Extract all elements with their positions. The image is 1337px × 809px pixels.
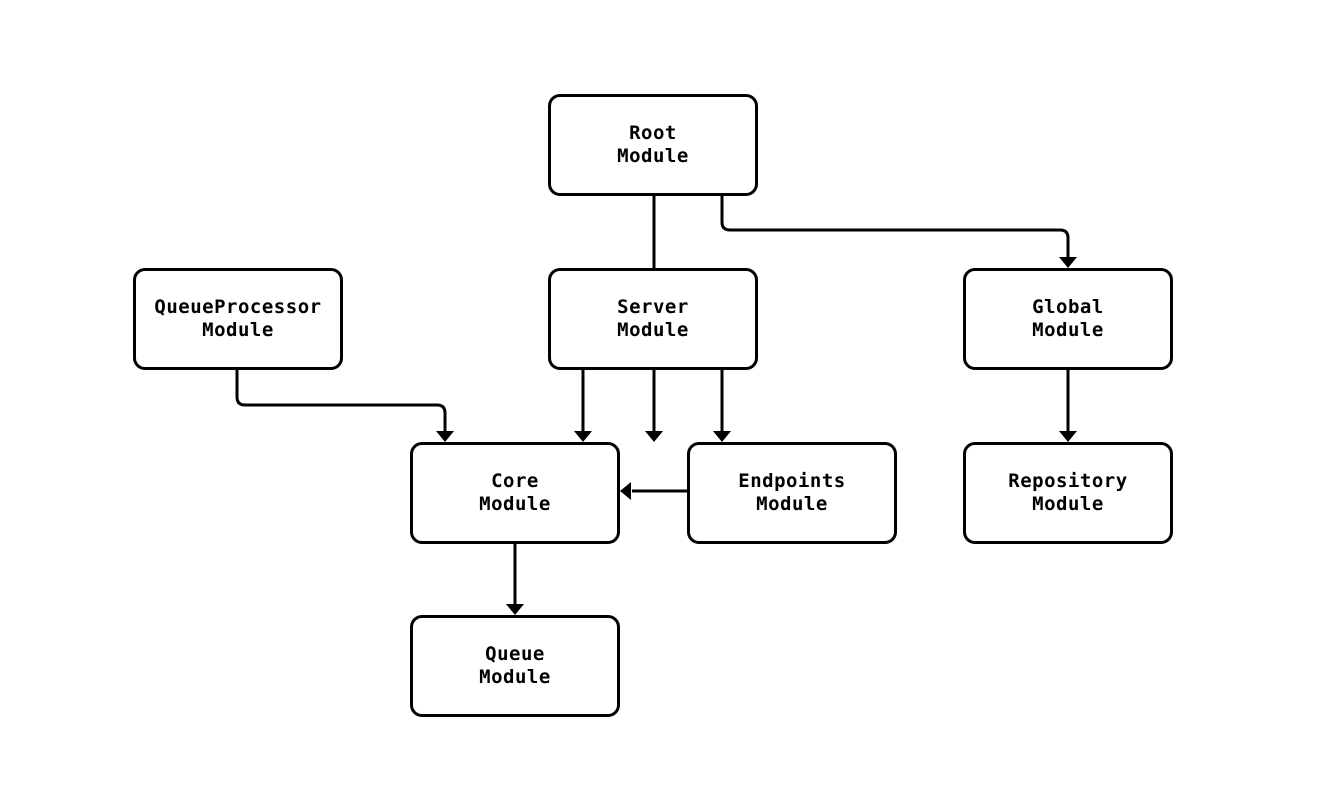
edge-line — [235, 370, 447, 434]
arrowhead-icon — [620, 482, 631, 500]
node-subtitle: Module — [617, 145, 689, 167]
arrowhead-icon — [1059, 257, 1077, 268]
node-subtitle: Module — [479, 666, 551, 688]
node-title: Endpoints — [738, 470, 846, 492]
node-title: Server — [617, 296, 689, 318]
node-title: Root — [629, 122, 677, 144]
arrowhead-icon — [574, 431, 592, 442]
arrowhead-icon — [713, 431, 731, 442]
arrowhead-icon — [436, 431, 454, 442]
arrowhead-icon — [506, 604, 524, 615]
node-subtitle: Module — [756, 493, 828, 515]
edge-server-to-core — [574, 370, 592, 442]
node-title: QueueProcessor — [154, 296, 322, 318]
arrowhead-icon — [645, 431, 663, 442]
node-title: Queue — [485, 643, 545, 665]
edge-endpoints-to-core — [620, 482, 687, 500]
node-title: Global — [1032, 296, 1104, 318]
node-subtitle: Module — [617, 319, 689, 341]
arrowhead-icon — [1059, 431, 1077, 442]
edge-core-to-queue — [506, 544, 524, 615]
node-title: Core — [491, 470, 539, 492]
edge-server-to-endpoints — [713, 370, 731, 442]
edge-global-to-repository — [1059, 370, 1077, 442]
edge-root-to-global — [720, 196, 1077, 268]
node-subtitle: Module — [1032, 493, 1104, 515]
node-subtitle: Module — [479, 493, 551, 515]
node-title: Repository — [1008, 470, 1128, 492]
node-subtitle: Module — [202, 319, 274, 341]
edge-queueprocessor-to-core — [235, 370, 454, 442]
node-subtitle: Module — [1032, 319, 1104, 341]
edge-line — [720, 196, 1070, 260]
